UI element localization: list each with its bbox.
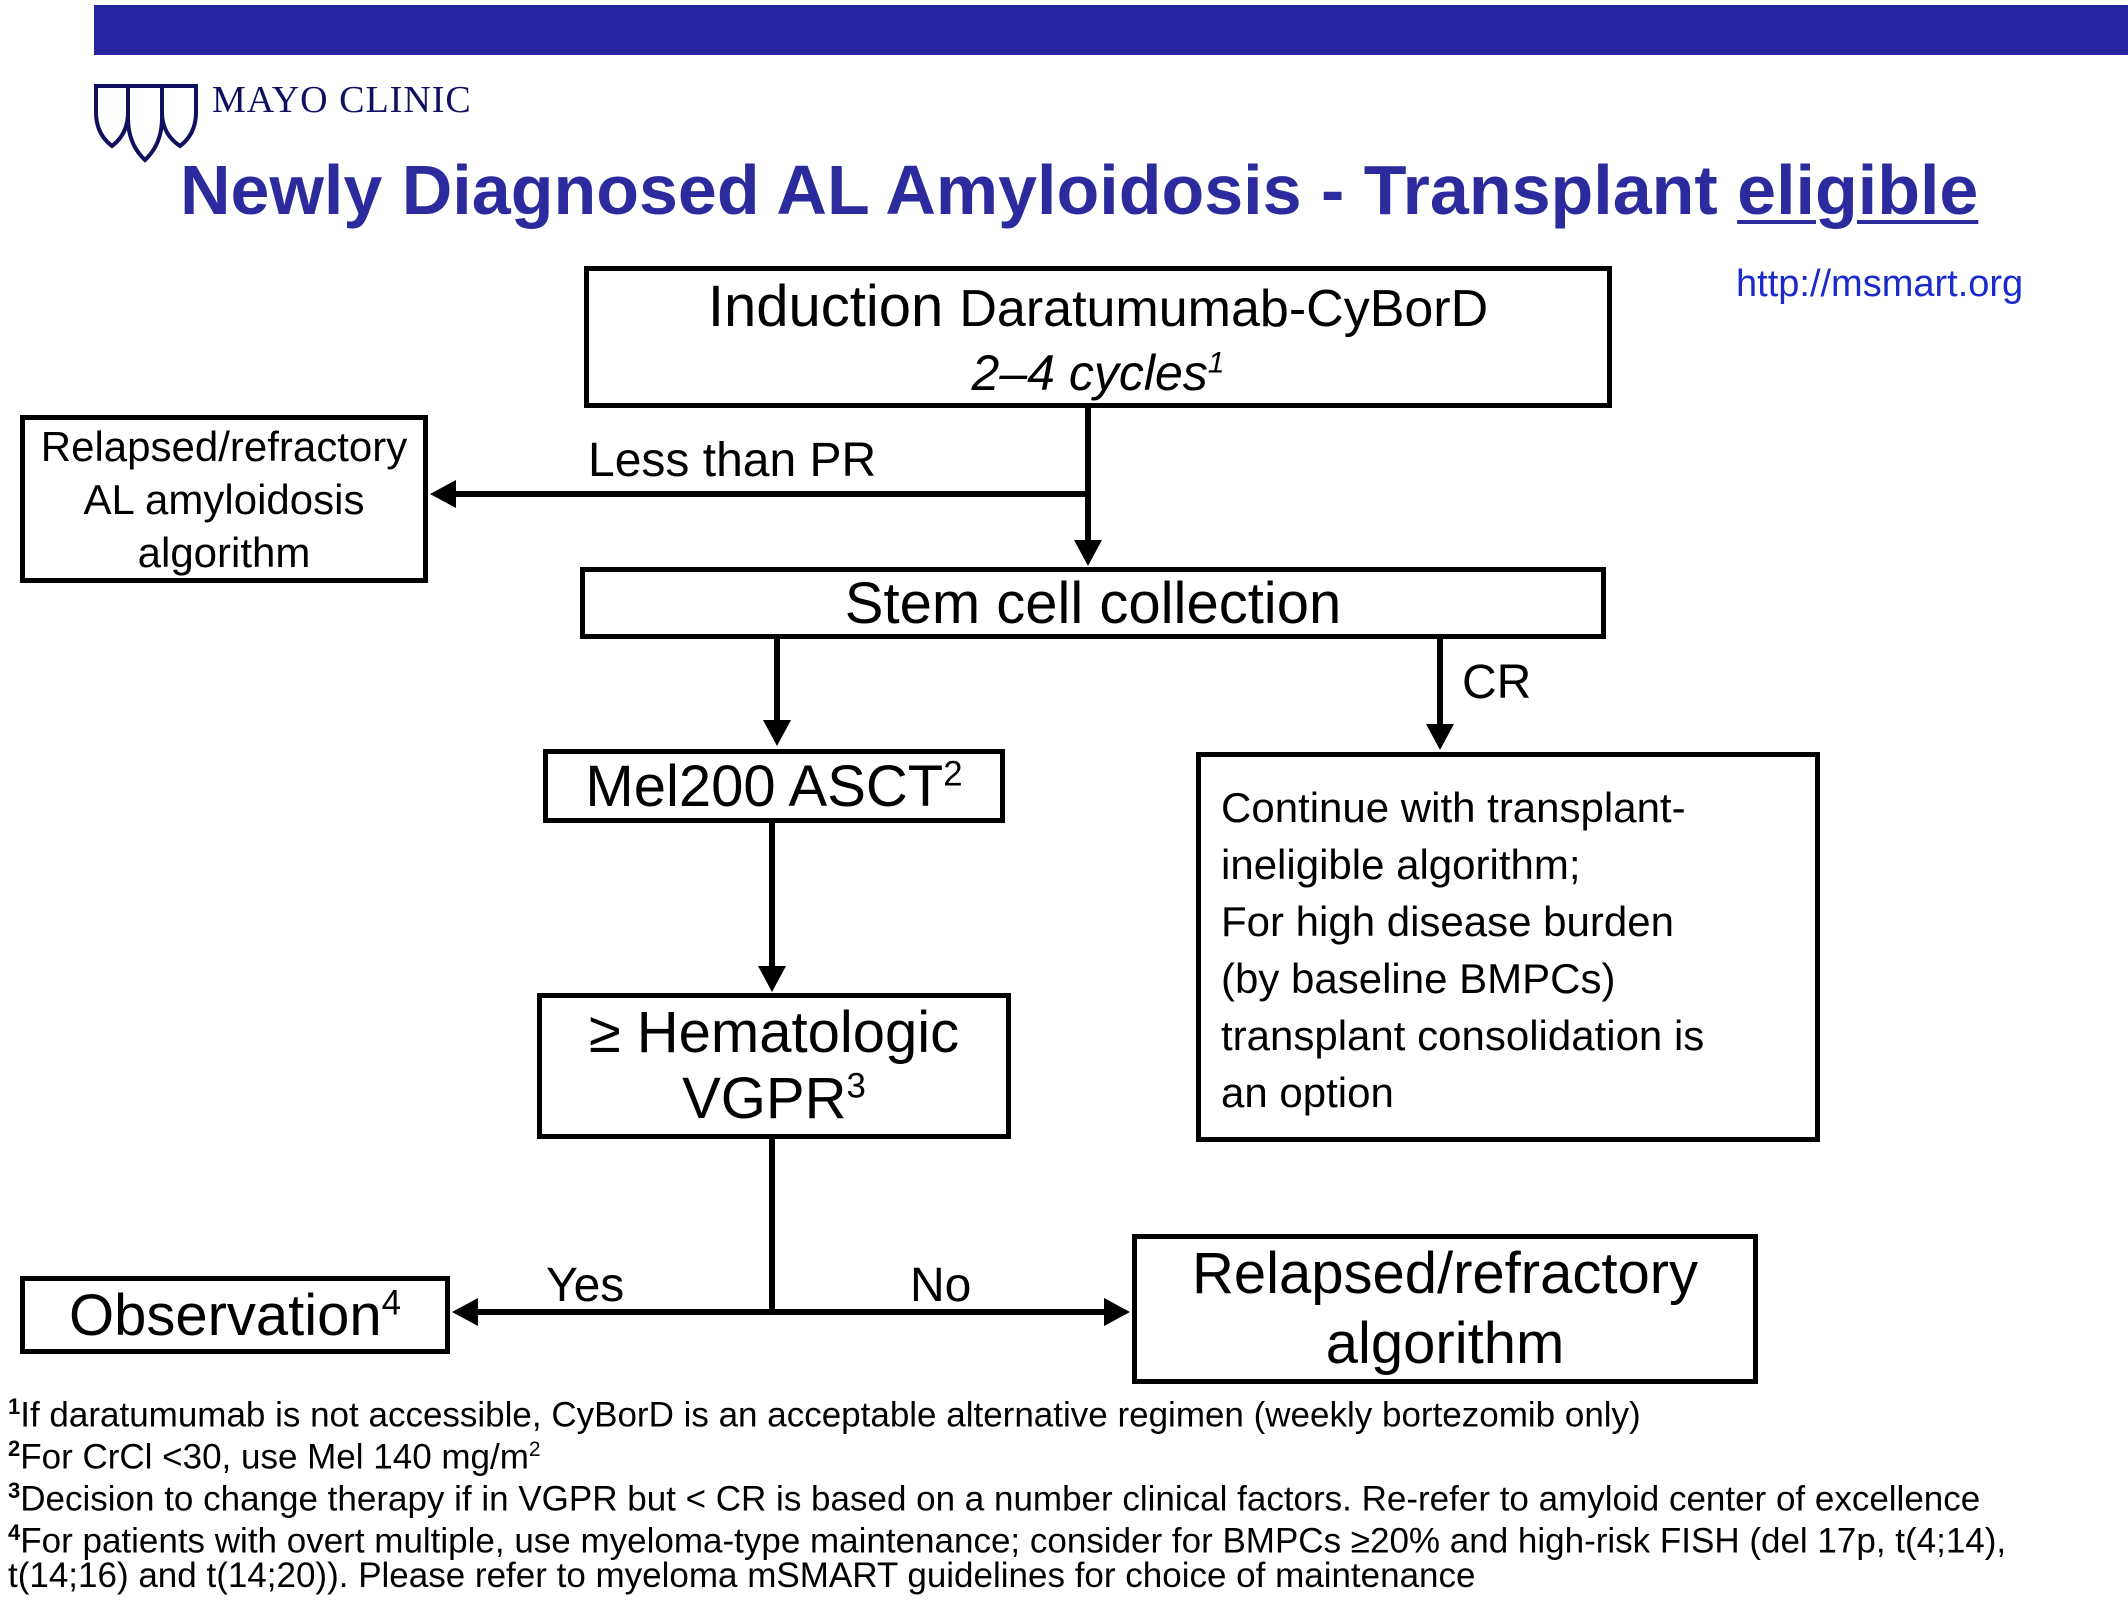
hematologic-line2-wrap: VGPR3 xyxy=(682,1066,866,1132)
continue-line: transplant consolidation is xyxy=(1221,1012,1705,1059)
title-main: Newly Diagnosed AL Amyloidosis - Transpl… xyxy=(180,151,1738,229)
observation-line: Observation4 xyxy=(69,1282,401,1349)
page-title: Newly Diagnosed AL Amyloidosis - Transpl… xyxy=(180,150,1978,230)
hematologic-vgpr-box: ≥ Hematologic VGPR3 xyxy=(537,993,1011,1139)
label-no: No xyxy=(910,1259,972,1312)
mel200-text: Mel200 ASCT xyxy=(585,753,944,819)
mel200-asct-box: Mel200 ASCT2 xyxy=(543,749,1005,823)
footnote-text: For CrCl <30, use Mel 140 mg/m xyxy=(20,1437,529,1477)
mel200-line: Mel200 ASCT2 xyxy=(585,753,962,820)
continue-line: (by baseline BMPCs) xyxy=(1221,955,1616,1002)
relapsed2-line: Relapsed/refractory xyxy=(1191,1241,1699,1306)
label-cr: CR xyxy=(1462,656,1532,709)
footnote-text: t(14;16) and t(14;20)). Please refer to … xyxy=(8,1556,1476,1595)
induction-line2: 2–4 cycles1 xyxy=(972,344,1225,402)
footnote-2: 2For CrCl <30, use Mel 140 mg/m2 xyxy=(8,1428,541,1479)
title-underlined: eligible xyxy=(1737,151,1979,229)
footnote-unit-sup: 2 xyxy=(528,1438,541,1461)
induction-line1: Induction Daratumumab-CyBorD xyxy=(708,273,1488,340)
relapsed1-line: AL amyloidosis xyxy=(83,475,365,523)
continue-line: ineligible algorithm; xyxy=(1221,841,1581,888)
footnote-text: If daratumumab is not accessible, CyBorD… xyxy=(20,1395,1641,1435)
hematologic-line2: VGPR xyxy=(682,1066,847,1131)
continue-line: For high disease burden xyxy=(1221,898,1674,945)
observation-text: Observation xyxy=(68,1282,382,1348)
msmart-link[interactable]: http://msmart.org xyxy=(1736,263,2024,305)
hematologic-footnote-ref: 3 xyxy=(846,1066,866,1106)
relapsed2-line: algorithm xyxy=(1325,1311,1565,1376)
stem-cell-collection-box: Stem cell collection xyxy=(580,567,1606,639)
label-yes: Yes xyxy=(546,1259,625,1312)
mayo-shield-icon xyxy=(94,84,198,163)
hematologic-line1: ≥ Hematologic xyxy=(588,1000,960,1065)
footnote-text: For patients with overt multiple, use my… xyxy=(20,1521,2007,1561)
induction-footnote-ref: 1 xyxy=(1207,345,1225,379)
induction-box: Induction Daratumumab-CyBorD 2–4 cycles1 xyxy=(584,266,1612,408)
footnote-number: 3 xyxy=(8,1478,21,1503)
footnote-number: 2 xyxy=(8,1436,21,1461)
relapsed1-line: Relapsed/refractory xyxy=(40,422,408,470)
footnote-number: 1 xyxy=(8,1394,21,1419)
induction-cycles: 2–4 cycles xyxy=(971,344,1208,401)
footnote-text: Decision to change therapy if in VGPR bu… xyxy=(20,1479,1981,1519)
observation-footnote-ref: 4 xyxy=(381,1283,402,1323)
induction-drug: Daratumumab-CyBorD xyxy=(959,279,1489,338)
logo-text: MAYO CLINIC xyxy=(212,79,472,121)
continue-line: Continue with transplant- xyxy=(1221,784,1686,831)
header-banner xyxy=(94,5,2128,55)
continue-transplant-ineligible-box: Continue with transplant- ineligible alg… xyxy=(1196,752,1820,1142)
induction-word: Induction xyxy=(707,273,944,339)
mel200-footnote-ref: 2 xyxy=(943,754,963,794)
relapsed-refractory-al-box: Relapsed/refractory AL amyloidosis algor… xyxy=(20,415,428,583)
footnote-4-cont: t(14;16) and t(14;20)). Please refer to … xyxy=(8,1555,1476,1597)
continue-line: an option xyxy=(1221,1069,1394,1116)
relapsed1-line: algorithm xyxy=(137,528,311,576)
relapsed-refractory-box: Relapsed/refractory algorithm xyxy=(1132,1234,1758,1384)
footnote-number: 4 xyxy=(8,1520,21,1545)
observation-box: Observation4 xyxy=(20,1276,450,1354)
footnote-4: 4For patients with overt multiple, use m… xyxy=(8,1512,2006,1563)
footnote-3: 3Decision to change therapy if in VGPR b… xyxy=(8,1470,1980,1521)
stem-cell-text: Stem cell collection xyxy=(844,570,1342,636)
label-less-than-pr: Less than PR xyxy=(588,434,877,487)
footnote-1: 1If daratumumab is not accessible, CyBor… xyxy=(8,1386,1641,1437)
